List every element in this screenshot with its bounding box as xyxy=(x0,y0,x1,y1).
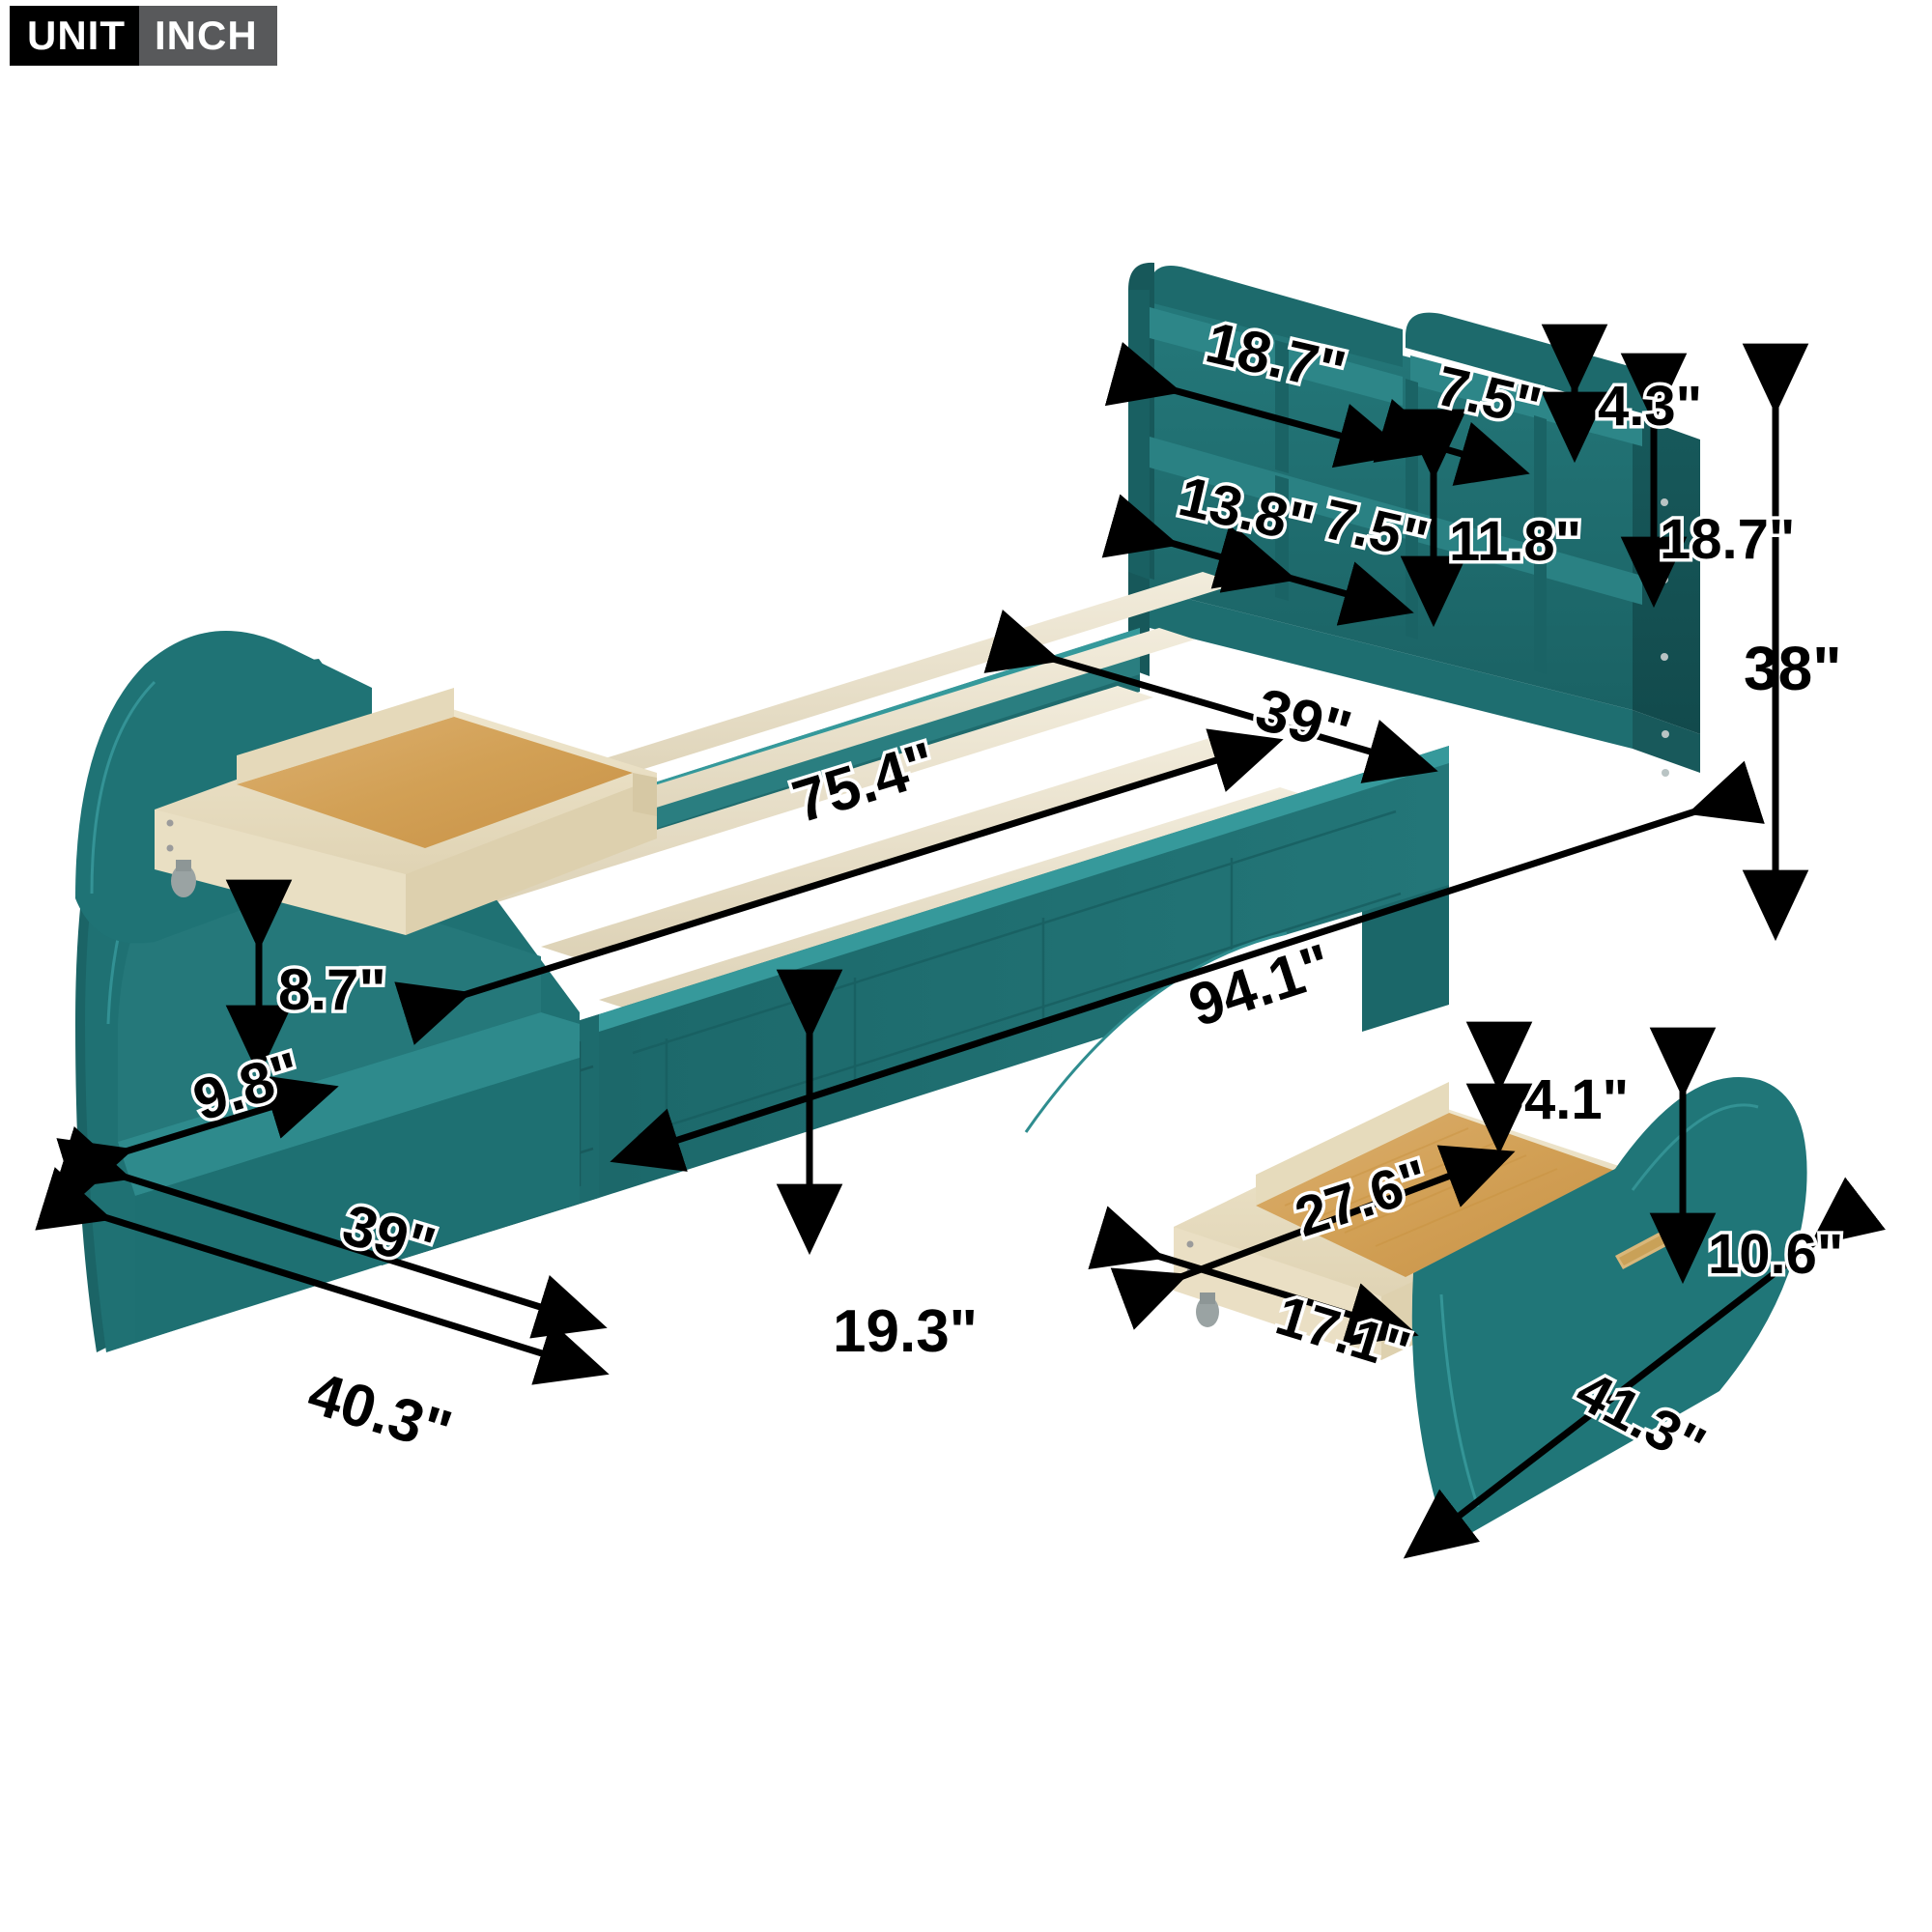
dim-label-overall-height: 38" xyxy=(1744,634,1842,703)
dim-label-deck-height: 19.3" xyxy=(833,1298,979,1365)
unit-badge-label: UNIT xyxy=(10,6,139,66)
dim-label-headboard-lower-right-cubby-width: 11.8" xyxy=(1445,510,1584,573)
dim-label-headboard-top-shelf-depth: 4.3" xyxy=(1594,375,1705,438)
dim-label-drawer-front-height: 10.6" xyxy=(1704,1223,1846,1286)
dim-label-drawer-side-height: 4.1" xyxy=(1520,1068,1632,1131)
unit-badge: UNIT INCH xyxy=(10,6,277,66)
dim-label-drawer-clearance-height: 8.7" xyxy=(275,957,390,1022)
dim-label-headboard-cubby-height: 18.7" xyxy=(1656,508,1798,571)
unit-badge-value: INCH xyxy=(139,6,277,66)
